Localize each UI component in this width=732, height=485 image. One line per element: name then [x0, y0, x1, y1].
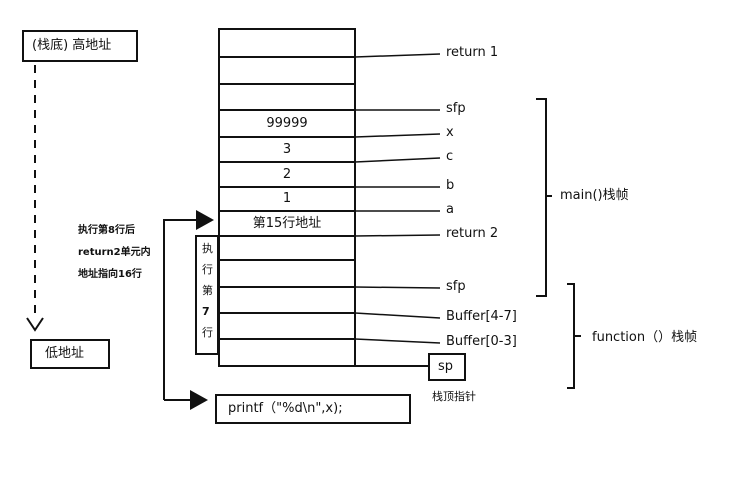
printf-box	[215, 394, 411, 424]
label-leader-lines	[354, 53, 441, 344]
printf-code: printf（"%d\n",x);	[228, 401, 343, 416]
leader-line	[354, 157, 441, 163]
stack-slot-label: Buffer[4-7]	[446, 309, 517, 324]
sp-label: sp	[438, 359, 454, 374]
exec-vertical-char: 7	[202, 305, 210, 318]
stack-slot-label: x	[446, 125, 454, 140]
stack-slot-label: Buffer[0-3]	[446, 334, 517, 349]
note-line: return2单元内	[78, 247, 151, 258]
leader-line	[354, 312, 441, 319]
stack-row-dividers	[219, 56, 355, 340]
stack-cell-value: 1	[282, 191, 292, 206]
bottom-address-label: 低地址	[45, 346, 85, 361]
stack-slot-label: return 1	[446, 45, 499, 60]
stack-slot-label: sfp	[446, 279, 466, 294]
leader-line	[354, 338, 441, 344]
leader-line	[354, 234, 441, 237]
top-address-label: (栈底) 高地址	[32, 38, 112, 53]
stack-cell-value: 3	[282, 141, 292, 157]
stack-slot-label: b	[446, 178, 455, 193]
exec-vertical-char: 第	[202, 284, 213, 297]
down-arrow-head	[26, 317, 44, 332]
stack-slot-label: c	[446, 149, 454, 164]
main-frame-brace	[536, 98, 552, 297]
note-line: 地址指向16行	[78, 269, 142, 280]
stack-slot-label: a	[446, 202, 454, 217]
top-address-box	[22, 30, 138, 62]
function-frame-label: function（）栈帧	[592, 330, 698, 345]
main-frame-label: main()栈帧	[560, 188, 629, 203]
sp-caption: 栈顶指针	[432, 390, 476, 403]
exec-line7-bracket	[195, 235, 219, 355]
leader-line	[354, 133, 441, 138]
note-line: 执行第8行后	[78, 225, 135, 236]
pointer-arrow-to-return2	[163, 210, 214, 400]
stack-cell-value: 2	[282, 166, 292, 182]
stack-cell-value: 99999	[266, 115, 308, 131]
exec-vertical-char: 行	[202, 326, 213, 339]
stack-cell-value: 第15行地址	[252, 215, 322, 231]
leader-line	[354, 286, 441, 289]
stack-slot-label: return 2	[446, 226, 499, 241]
exec-vertical-char: 执	[202, 242, 213, 255]
function-frame-brace	[567, 283, 581, 389]
sp-box	[428, 353, 466, 381]
exec-vertical-char: 行	[202, 263, 213, 276]
bottom-address-box	[30, 339, 110, 369]
leader-line	[354, 53, 441, 58]
stack-slot-label: sfp	[446, 101, 466, 116]
stack-column	[218, 28, 356, 367]
